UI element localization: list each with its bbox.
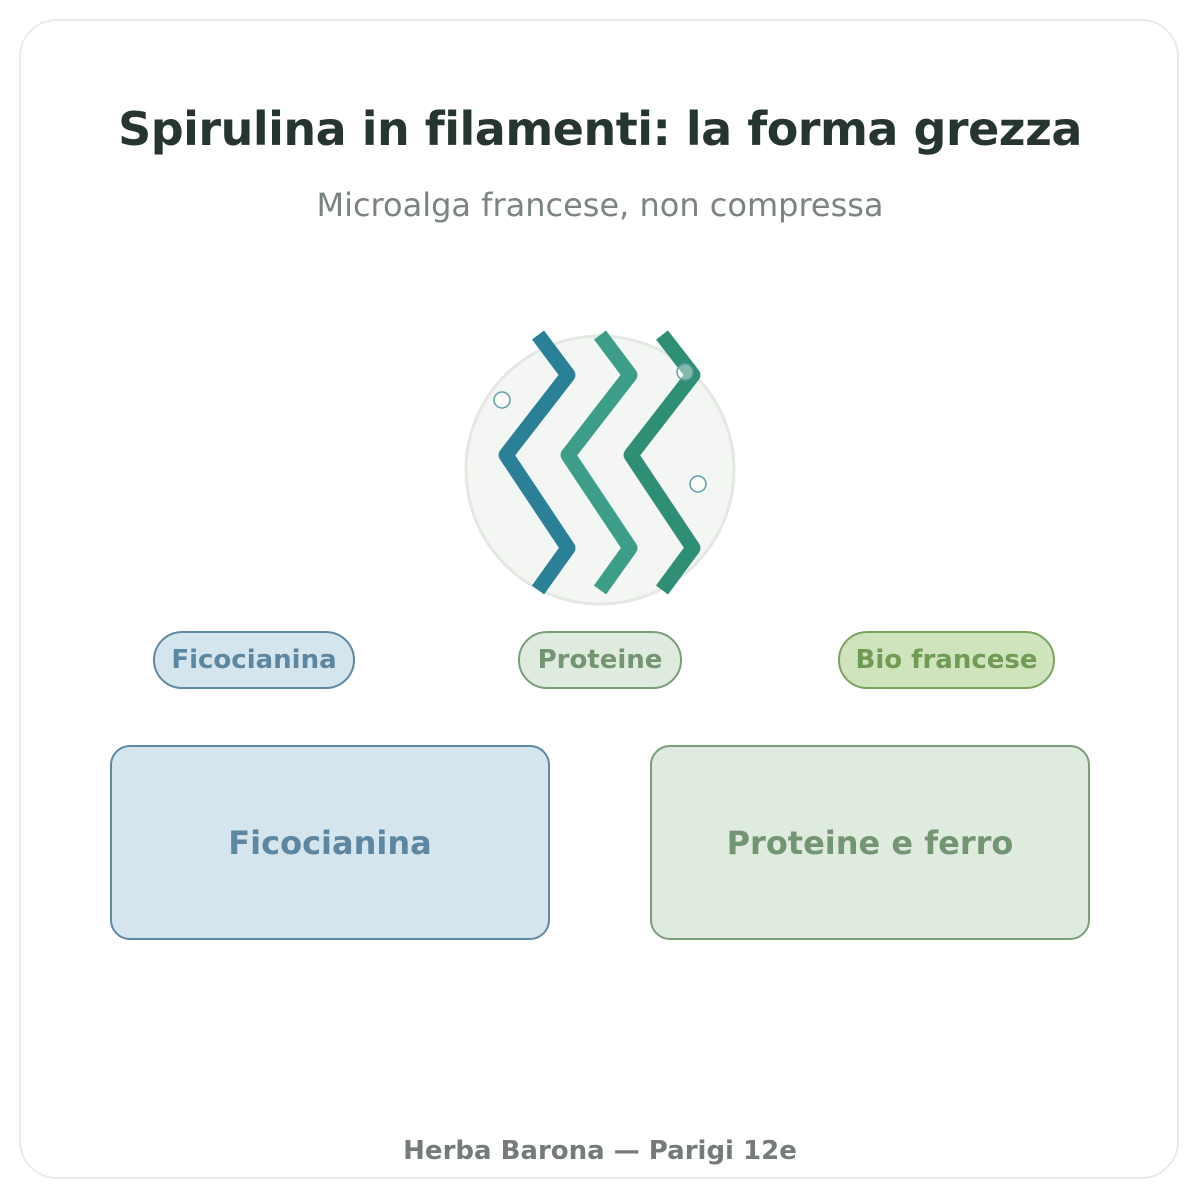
filament-2 bbox=[560, 330, 638, 595]
tag-proteine: Proteine bbox=[518, 631, 682, 689]
tag-ficocianina: Ficocianina bbox=[153, 631, 355, 689]
panel-ficocianina: Ficocianina bbox=[110, 745, 550, 940]
bubble-3 bbox=[689, 475, 707, 493]
spirulina-filaments-icon bbox=[464, 330, 736, 606]
tag-bio-francese: Bio francese bbox=[838, 631, 1055, 689]
filament-3 bbox=[623, 330, 701, 595]
bubble-2 bbox=[676, 363, 694, 381]
filament-1 bbox=[498, 330, 576, 595]
bubble-1 bbox=[493, 391, 511, 409]
footer-credit: Herba Barona — Parigi 12e bbox=[403, 1136, 797, 1166]
page-subtitle: Microalga francese, non compressa bbox=[316, 186, 884, 224]
page-title: Spirulina in filamenti: la forma grezza bbox=[118, 102, 1082, 156]
panel-proteine-e-ferro: Proteine e ferro bbox=[650, 745, 1090, 940]
